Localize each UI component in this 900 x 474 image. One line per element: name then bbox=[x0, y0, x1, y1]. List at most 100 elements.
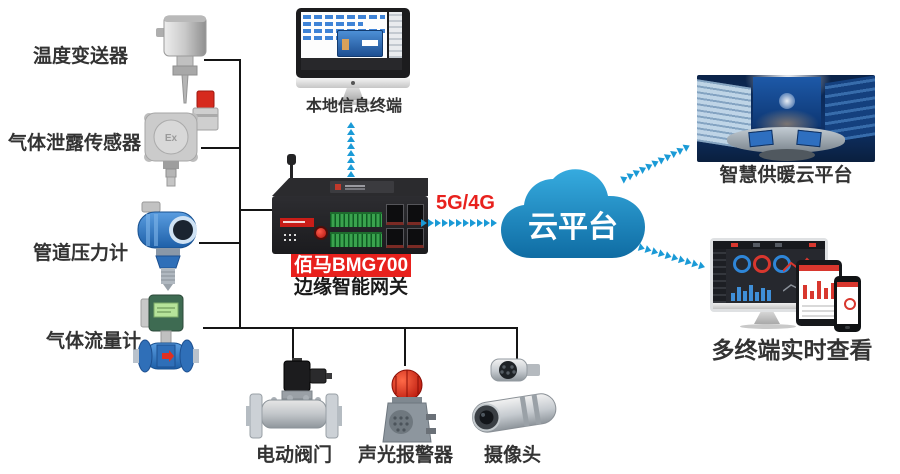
gas-connector-line bbox=[201, 147, 241, 149]
console-base bbox=[759, 149, 815, 161]
actuator-bus-line bbox=[203, 327, 518, 329]
arrow-segment bbox=[435, 219, 441, 227]
temperature-transmitter-label: 温度变送器 bbox=[33, 46, 129, 67]
arrow-segment bbox=[463, 219, 469, 227]
console-screen bbox=[796, 129, 822, 148]
ex-marking: Ex bbox=[165, 133, 178, 144]
terminal-base bbox=[327, 100, 379, 105]
arrow-segment bbox=[347, 171, 355, 177]
flow-meter-label: 气体流量计 bbox=[46, 331, 142, 352]
arrow-segment bbox=[347, 122, 355, 128]
phone-home-button bbox=[845, 326, 850, 329]
terminal-dialog-window bbox=[337, 30, 383, 57]
gateway-cloud-arrow bbox=[421, 219, 497, 227]
eth-port bbox=[406, 227, 424, 248]
cloud-shape bbox=[501, 169, 645, 258]
arrow-segment bbox=[491, 219, 497, 227]
terminal-logo-dot bbox=[351, 81, 355, 85]
terminal-block-bottom bbox=[330, 232, 382, 247]
tablet-header bbox=[799, 265, 839, 271]
eth-port bbox=[386, 204, 404, 225]
heating-control-room-image bbox=[697, 75, 875, 162]
dashboard-topbar bbox=[713, 241, 825, 249]
flow-meter-illustration bbox=[133, 294, 199, 373]
arrow-segment bbox=[347, 164, 355, 170]
gauge-blue bbox=[733, 255, 751, 273]
arrow-segment bbox=[456, 219, 462, 227]
pressure-gauge-label: 管道压力计 bbox=[33, 243, 129, 264]
alarm-label: 声光报警器 bbox=[358, 445, 454, 466]
terminal-software-ui bbox=[301, 12, 387, 58]
gas-leak-sensor-illustration: Ex bbox=[144, 90, 219, 187]
round-console bbox=[727, 127, 845, 153]
arrow-segment bbox=[449, 219, 455, 227]
pressure-transmitter-illustration bbox=[137, 201, 197, 291]
eth-port bbox=[386, 227, 404, 248]
terminal-stand bbox=[342, 88, 364, 101]
gateway-reset-button bbox=[314, 226, 328, 240]
ethernet-ports bbox=[386, 204, 424, 248]
gateway-led-dots bbox=[284, 234, 286, 236]
multi-terminal-label: 多终端实时查看 bbox=[711, 337, 873, 363]
terminal-side-panel bbox=[389, 12, 402, 58]
pressure-connector-line bbox=[199, 242, 241, 244]
gauge-red bbox=[753, 255, 771, 273]
smartphone bbox=[834, 276, 861, 332]
tablet-table-rows bbox=[802, 303, 836, 317]
gateway-brand-banner: 佰马BMG700 bbox=[291, 254, 411, 277]
gas-leak-sensor-label: 气体泄露传感器 bbox=[8, 133, 142, 154]
gateway-connector-line bbox=[239, 209, 273, 211]
temperature-transmitter-illustration bbox=[156, 15, 207, 104]
center-screen bbox=[753, 77, 821, 127]
dashboard-sidebar bbox=[713, 249, 726, 303]
arrow-segment bbox=[484, 219, 490, 227]
sensor-bus-line bbox=[239, 59, 241, 329]
arrow-segment bbox=[428, 219, 434, 227]
heating-platform-label: 智慧供暖云平台 bbox=[719, 165, 853, 186]
temp-connector-line bbox=[204, 59, 241, 61]
antenna-tip bbox=[287, 154, 296, 165]
valve-drop-line bbox=[292, 329, 294, 362]
terminal-taskbar bbox=[301, 58, 402, 70]
arrow-segment bbox=[347, 136, 355, 142]
phone-gauge bbox=[844, 298, 856, 310]
cloud-terminals-arrow bbox=[637, 243, 707, 271]
alarm-drop-line bbox=[404, 329, 406, 366]
sound-light-alarm-illustration bbox=[382, 369, 436, 443]
cloud-heating-arrow bbox=[620, 141, 692, 184]
monitor-stand bbox=[754, 312, 780, 324]
local-terminal-illustration bbox=[296, 8, 410, 108]
gateway-brand-strip bbox=[280, 218, 314, 227]
gateway-label-plate bbox=[330, 181, 394, 193]
console-screen bbox=[748, 129, 774, 148]
phone-screen bbox=[837, 282, 858, 324]
arrow-segment bbox=[347, 129, 355, 135]
arrow-segment bbox=[347, 150, 355, 156]
valve-label: 电动阀门 bbox=[256, 445, 333, 466]
arrow-segment bbox=[470, 219, 476, 227]
terminal-gateway-arrow bbox=[347, 122, 355, 177]
edge-gateway-illustration bbox=[266, 154, 428, 256]
cloud-label: 云平台 bbox=[528, 211, 618, 244]
tablet-bar-chart bbox=[803, 277, 835, 299]
camera-label: 摄像头 bbox=[484, 445, 542, 466]
terminal-screen bbox=[296, 8, 410, 78]
camera-drop-line bbox=[516, 329, 518, 360]
camera-illustration bbox=[471, 358, 557, 433]
electric-valve-illustration bbox=[246, 358, 342, 439]
arrow-segment bbox=[347, 157, 355, 163]
multi-terminal-illustration bbox=[700, 236, 890, 336]
cloud-platform: 云平台 bbox=[498, 166, 648, 263]
monitor-chin bbox=[713, 303, 825, 309]
arrow-segment bbox=[421, 219, 427, 227]
eth-port bbox=[406, 204, 424, 225]
arrow-segment bbox=[347, 143, 355, 149]
terminal-block-top bbox=[330, 212, 382, 227]
phone-header bbox=[837, 282, 858, 287]
arrow-segment bbox=[442, 219, 448, 227]
local-terminal-label: 本地信息终端 bbox=[305, 98, 402, 115]
bar-chart bbox=[731, 281, 779, 301]
link-type-label: 5G/4G bbox=[436, 192, 495, 214]
arrow-segment bbox=[477, 219, 483, 227]
